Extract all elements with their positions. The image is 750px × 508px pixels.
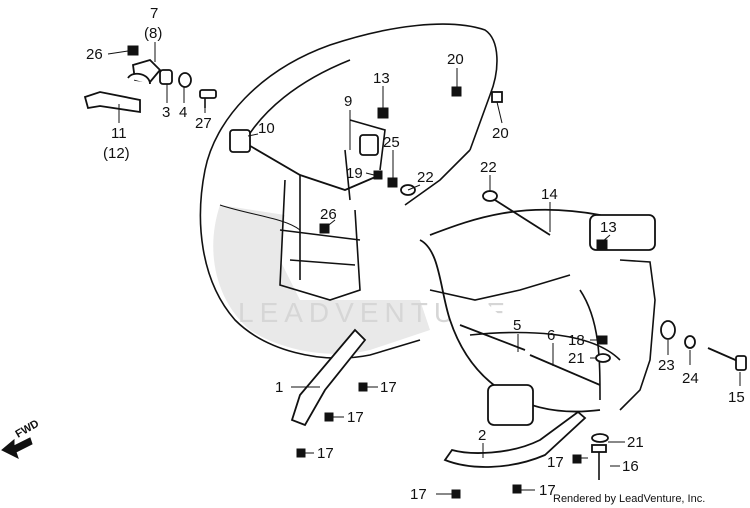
callout-9: 9 xyxy=(344,93,352,110)
nut-17-c xyxy=(296,448,306,458)
nut-17-b xyxy=(324,412,334,422)
callout-21-low: 21 xyxy=(627,434,644,451)
nut-17-d xyxy=(572,454,582,464)
callout-7: 7 xyxy=(150,5,158,22)
callout-13-top: 13 xyxy=(373,70,390,87)
callout-23: 23 xyxy=(658,357,675,374)
washer-23 xyxy=(660,320,676,340)
callout-20-right: 20 xyxy=(492,125,509,142)
callout-20-top: 20 xyxy=(447,51,464,68)
callout-11: 11 xyxy=(111,125,127,142)
nut-20-b xyxy=(491,91,503,103)
callout-8: (8) xyxy=(144,25,162,42)
callout-17-d: 17 xyxy=(547,454,564,471)
callout-19: 19 xyxy=(346,165,363,182)
bracket-11 xyxy=(83,91,141,114)
callout-5: 5 xyxy=(513,317,521,334)
grommet-3 xyxy=(159,69,173,85)
engine-mount xyxy=(487,384,534,426)
callout-10: 10 xyxy=(258,120,275,137)
stay-2 xyxy=(443,410,587,468)
bolt-15 xyxy=(707,347,747,371)
callout-21-mid: 21 xyxy=(568,350,585,367)
bolt-16 xyxy=(591,444,607,480)
callout-17-b: 17 xyxy=(347,409,364,426)
callout-1: 1 xyxy=(275,379,283,396)
nut-17-a xyxy=(358,382,368,392)
callout-3: 3 xyxy=(162,104,170,121)
bolt-26-top xyxy=(127,45,139,56)
fairing-stay-frame xyxy=(229,119,386,301)
engine-block xyxy=(469,259,656,411)
nut-13-a xyxy=(377,107,389,119)
washer-21-lower xyxy=(591,433,609,443)
callout-4: 4 xyxy=(179,104,187,121)
screw-19 xyxy=(373,170,383,180)
callout-17-a: 17 xyxy=(380,379,397,396)
callout-16: 16 xyxy=(622,458,639,475)
fairing-lower-shade xyxy=(213,205,430,354)
callout-14: 14 xyxy=(541,186,558,203)
rod-6 xyxy=(529,354,601,386)
callout-26-top: 26 xyxy=(86,46,103,63)
rod-5 xyxy=(459,324,526,351)
bracket-7 xyxy=(127,58,162,85)
callout-12: (12) xyxy=(103,145,130,162)
bolt-27 xyxy=(199,89,217,108)
nut-17-e xyxy=(451,489,461,499)
fwd-arrow: FWD xyxy=(1,418,42,459)
collar-24 xyxy=(684,335,696,349)
callout-17-e: 17 xyxy=(410,486,427,503)
fwd-label: FWD xyxy=(14,418,42,441)
nut-17-f xyxy=(512,484,522,494)
bolt-18 xyxy=(597,335,608,345)
callout-15: 15 xyxy=(728,389,745,406)
callout-25: 25 xyxy=(383,134,400,151)
nut-25 xyxy=(387,177,398,188)
credit-text: Rendered by LeadVenture, Inc. xyxy=(553,493,705,505)
nut-20-a xyxy=(451,86,462,97)
callout-17-c: 17 xyxy=(317,445,334,462)
callout-13-right: 13 xyxy=(600,219,617,236)
lower-pipe-frame xyxy=(419,208,656,413)
washer-22-b xyxy=(482,190,498,202)
callout-22-left: 22 xyxy=(417,169,434,186)
callout-27: 27 xyxy=(195,115,212,132)
callout-17-f: 17 xyxy=(539,482,556,499)
stay-1 xyxy=(290,328,367,427)
collar-4 xyxy=(178,72,192,88)
leader-lines xyxy=(107,42,741,495)
nut-13-b xyxy=(596,239,608,251)
callout-2: 2 xyxy=(478,427,486,444)
callout-24: 24 xyxy=(682,370,699,387)
callout-22-right: 22 xyxy=(480,159,497,176)
fairing-panel-line xyxy=(219,204,301,231)
callout-6: 6 xyxy=(547,327,555,344)
bolt-26-lower xyxy=(319,223,330,234)
callout-26-mid: 26 xyxy=(320,206,337,223)
washer-21-upper xyxy=(595,353,611,363)
callout-18: 18 xyxy=(568,332,585,349)
bolt-14 xyxy=(494,199,551,236)
